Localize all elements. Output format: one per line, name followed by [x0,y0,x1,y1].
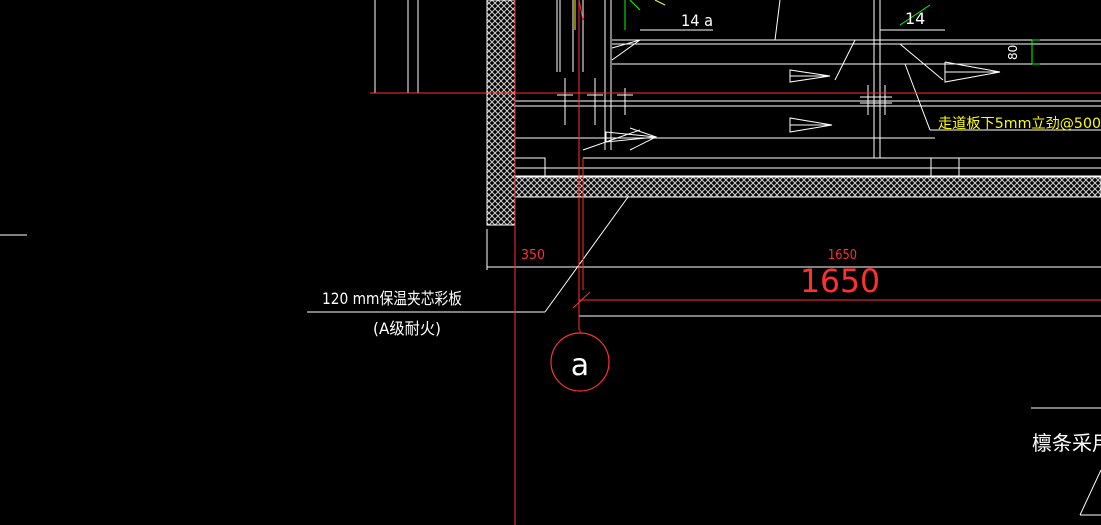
walkway-stiffener-note: 走道板下5mm立劲@500 [938,116,1101,132]
hatched-wall [486,0,516,226]
panel-fire-rating-label: (A级耐火) [373,319,441,338]
dimension-label-1650-small: 1650 [828,248,857,263]
hatched-slab [514,176,1101,198]
yellow-lines [574,0,666,30]
panel-material-label: 120 mm保温夹芯彩板 [322,289,462,308]
profile-label-14: 14 [905,9,925,28]
red-lines [370,0,1101,525]
dimension-label-80: 80 [1006,45,1020,60]
dimension-label-350: 350 [521,248,545,263]
purlin-note: 檩条采用C [1032,431,1101,455]
dimension-label-1650-large: 1650 [800,262,880,300]
profile-label-14a: 14 a [681,11,713,30]
green-lines [624,0,1040,65]
axis-bubble-label: a [571,348,589,383]
